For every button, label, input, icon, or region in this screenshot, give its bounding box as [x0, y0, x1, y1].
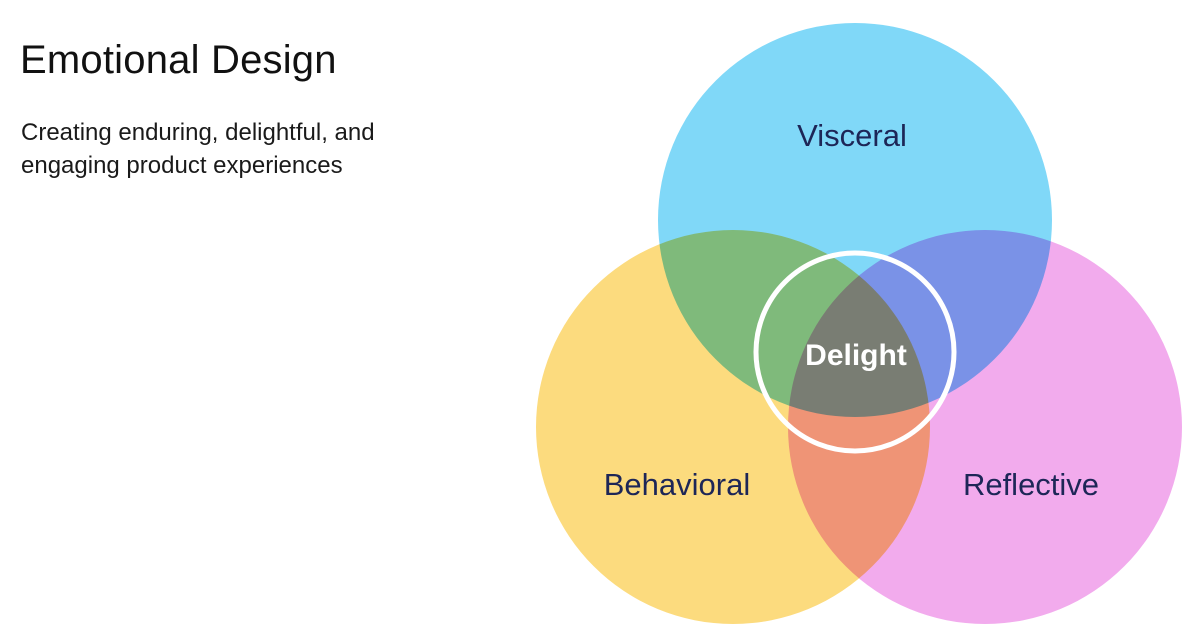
- slide-title: Emotional Design: [20, 38, 337, 82]
- slide-subtitle: Creating enduring, delightful, and engag…: [21, 116, 491, 182]
- delight-label: Delight: [805, 339, 907, 372]
- reflective-circle: [788, 230, 1182, 624]
- subtitle-line-1: Creating enduring, delightful, and: [21, 119, 375, 146]
- reflective-label: Reflective: [963, 467, 1099, 502]
- visceral-label: Visceral: [797, 118, 907, 153]
- subtitle-line-2: engaging product experiences: [21, 152, 343, 179]
- delight-ring: [753, 250, 957, 454]
- behavioral-label: Behavioral: [604, 467, 750, 502]
